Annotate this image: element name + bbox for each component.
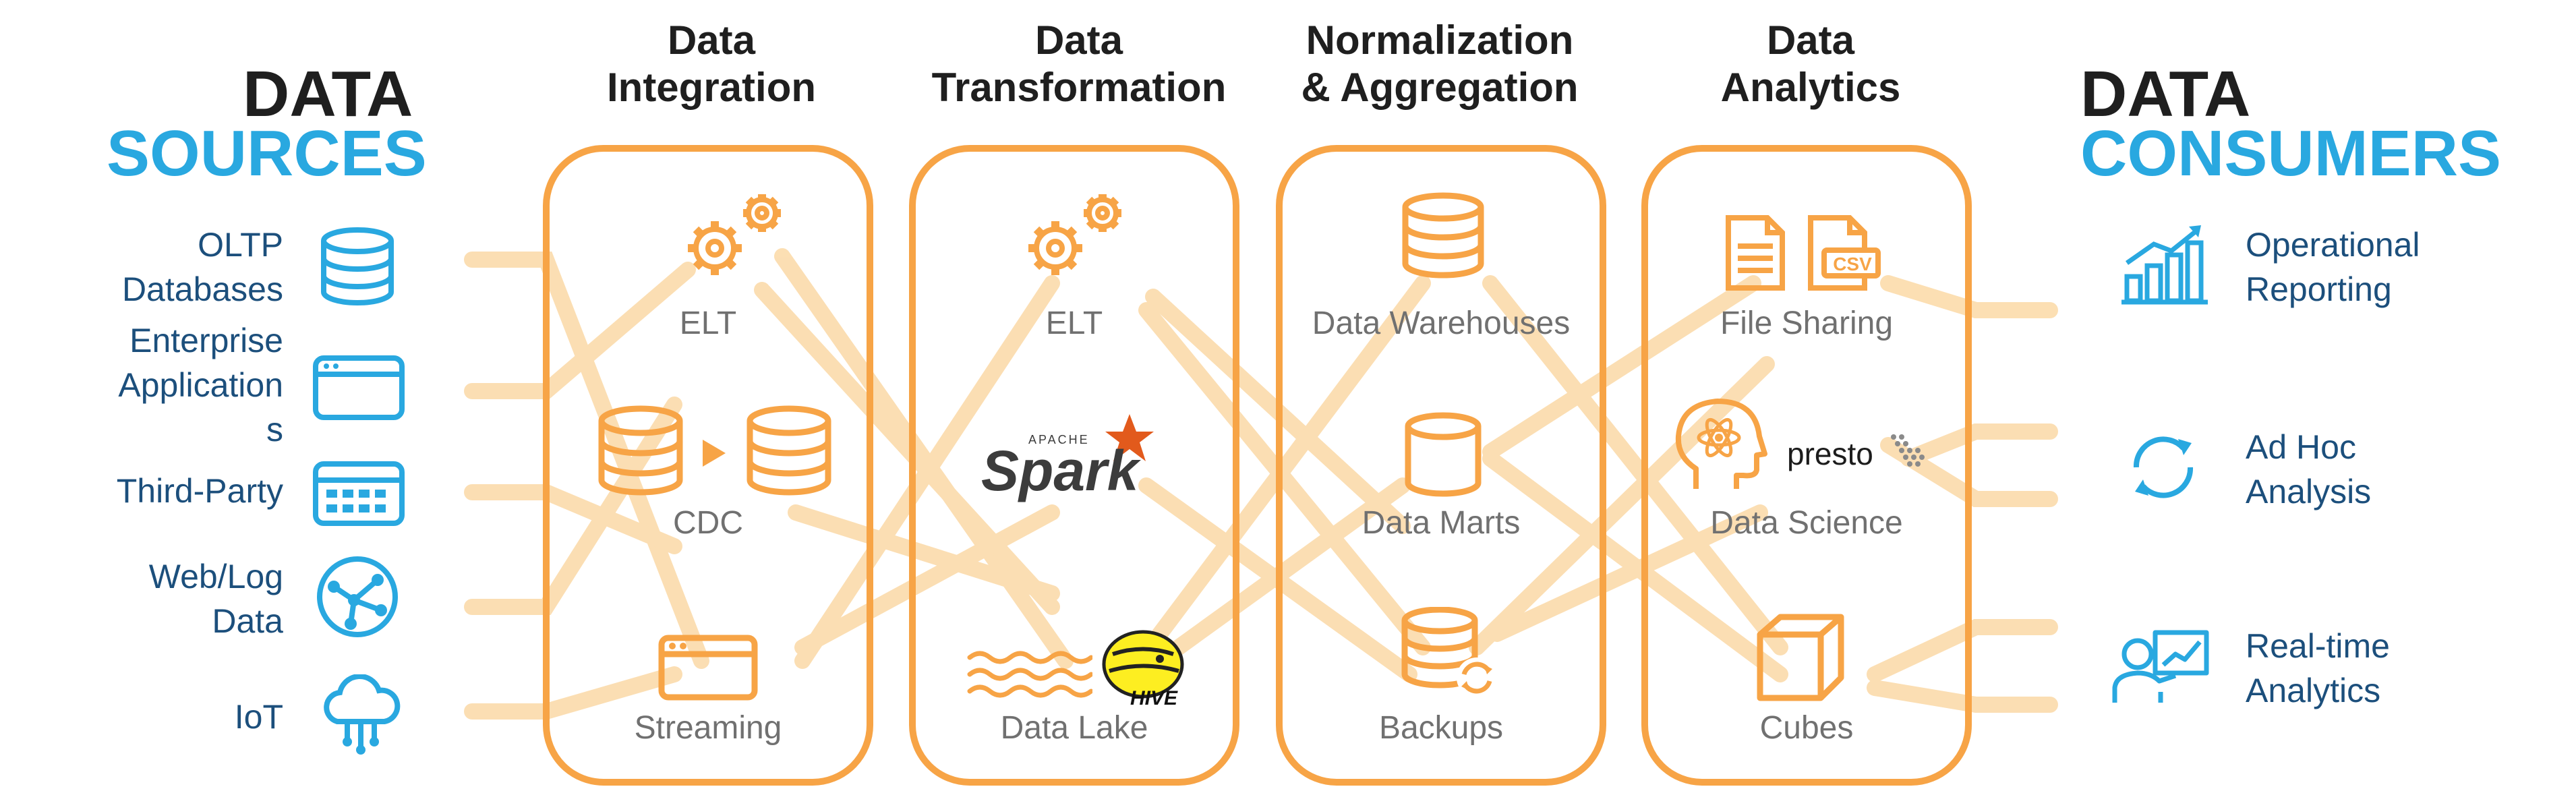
database-icon — [321, 227, 394, 305]
flow-line — [1469, 356, 1775, 655]
stage-title-line: Data — [667, 18, 756, 63]
source-label-line: Enterprise — [129, 322, 283, 359]
consumers-title-line1: DATA — [2080, 58, 2251, 130]
documents-icon — [1726, 215, 1881, 291]
node-label-data-lake: Data Lake — [1000, 710, 1148, 746]
source-label-line: Data — [212, 602, 283, 640]
consumer-label-line: Analytics — [2246, 672, 2381, 709]
network-globe-icon — [317, 556, 398, 637]
source-label-third-party: Third-Party — [0, 469, 283, 513]
flow-line — [788, 504, 1060, 602]
csv-badge: CSV — [1833, 254, 1872, 274]
stage-title-transformation: Data Transformation — [890, 17, 1268, 111]
calendar-grid-icon — [313, 461, 405, 526]
spark-logo-small: APACHE — [1028, 433, 1090, 446]
database-icon — [1402, 192, 1484, 279]
consumer-label-line: Analysis — [2246, 473, 2372, 510]
source-label-line: Web/Log — [148, 558, 283, 595]
source-label-iot: IoT — [0, 695, 283, 739]
flow-line — [754, 282, 1060, 615]
stage-title-normalization: Normalization & Aggregation — [1251, 17, 1629, 111]
stage-title-line: Normalization — [1306, 18, 1574, 63]
stage-box-analytics — [1641, 145, 1972, 786]
database-refresh-icon — [1401, 607, 1497, 698]
consumer-label-line: Real-time — [2246, 627, 2390, 665]
cloud-circuit-icon — [324, 674, 401, 755]
stage-title-line: Transformation — [931, 65, 1227, 110]
node-label-data-marts: Data Marts — [1362, 505, 1521, 541]
flow-line — [1867, 680, 2058, 713]
source-label-oltp: OLTP Databases — [0, 223, 283, 312]
consumer-label-operational-reporting: Operational Reporting — [2246, 223, 2576, 312]
flow-line — [1900, 423, 2058, 467]
stage-title-line: Data — [1766, 18, 1855, 63]
source-label-line: Databases — [121, 270, 283, 308]
hive-bee-icon — [1102, 630, 1184, 699]
node-label-backups: Backups — [1378, 710, 1504, 746]
flow-line — [1482, 275, 1788, 655]
stage-title-analytics: Data Analytics — [1622, 17, 1999, 111]
stage-title-line: Analytics — [1720, 65, 1901, 110]
node-label-cdc: CDC — [673, 505, 743, 541]
consumer-label-line: Ad Hoc — [2246, 428, 2356, 466]
flow-line — [794, 504, 1060, 655]
gears-icon — [1028, 194, 1121, 275]
node-label-cubes: Cubes — [1759, 710, 1854, 746]
stage-title-line: Integration — [607, 65, 816, 110]
apache-spark-logo: APACHE Spark — [981, 411, 1157, 502]
stage-box-integration — [543, 145, 873, 786]
browser-window-icon — [313, 355, 405, 420]
spark-star-icon — [1105, 414, 1154, 461]
source-label-line: Third-Party — [116, 472, 283, 510]
consumer-label-ad-hoc: Ad Hoc Analysis — [2246, 425, 2576, 514]
presenter-icon — [2112, 630, 2209, 703]
hive-logo: HIVE — [1099, 624, 1194, 715]
flow-line — [1880, 275, 2058, 318]
sources-title-line1: DATA — [243, 58, 413, 130]
source-label-line: IoT — [234, 698, 283, 736]
database-sync-icon — [598, 405, 831, 496]
flow-line — [1867, 619, 2058, 682]
presto-dots-icon — [1891, 434, 1925, 467]
head-atom-icon — [1675, 399, 1767, 489]
flow-line — [1138, 302, 1431, 655]
node-label-streaming: Streaming — [634, 710, 782, 746]
source-label-line: Application — [118, 366, 283, 404]
cylinder-icon — [1405, 412, 1482, 497]
consumer-label-real-time: Real-time Analytics — [2246, 624, 2576, 713]
stage-box-transformation — [909, 145, 1239, 786]
flow-line — [1482, 275, 1761, 460]
flow-line — [794, 275, 1060, 669]
consumer-label-line: Operational — [2246, 226, 2420, 264]
node-label-elt-integration: ELT — [679, 305, 737, 341]
source-label-line: OLTP — [198, 226, 283, 264]
stage-title-line: & Aggregation — [1301, 65, 1579, 110]
consumers-title-line2: CONSUMERS — [2080, 117, 2502, 189]
browser-window-icon — [658, 635, 758, 701]
cube-icon — [1757, 614, 1844, 701]
source-label-weblog: Web/Log Data — [0, 554, 283, 643]
hive-logo-text: HIVE — [1130, 687, 1178, 709]
node-label-data-science: Data Science — [1710, 505, 1903, 541]
flow-line — [1489, 504, 1768, 642]
spark-logo-text: Spark — [981, 439, 1139, 502]
consumer-label-line: Reporting — [2246, 270, 2392, 308]
node-label-file-sharing: File Sharing — [1720, 305, 1894, 341]
refresh-icon — [2133, 436, 2194, 498]
sources-title-line2: SOURCES — [107, 117, 427, 189]
stage-title-integration: Data Integration — [523, 17, 900, 111]
stage-title-line: Data — [1034, 18, 1123, 63]
stage-box-normalization — [1276, 145, 1606, 786]
presto-logo-text: presto — [1787, 436, 1873, 471]
presto-logo: presto — [1787, 432, 1932, 472]
node-label-data-warehouses: Data Warehouses — [1312, 305, 1571, 341]
source-label-enterprise: Enterprise Application s — [0, 318, 283, 452]
source-label-line: s — [266, 411, 283, 448]
bar-chart-icon — [2121, 225, 2208, 305]
node-label-elt-transformation: ELT — [1045, 305, 1103, 341]
gears-icon — [688, 194, 781, 275]
waves-icon — [967, 651, 1092, 698]
